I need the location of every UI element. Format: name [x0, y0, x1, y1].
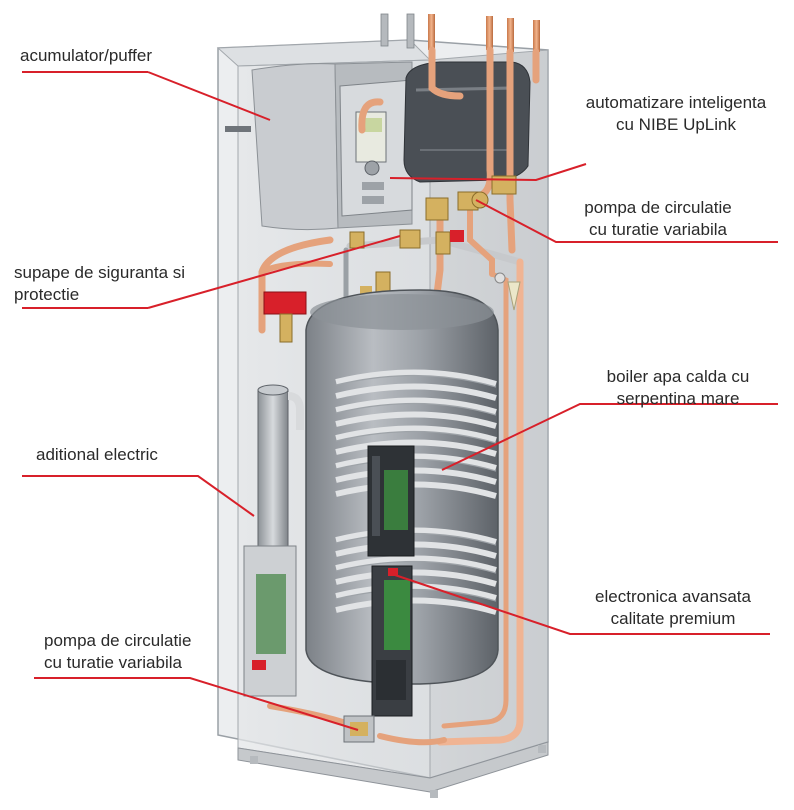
label-boiler: boiler apa calda cu serpentina mare — [580, 366, 776, 410]
label-electronics: electronica avansata calitate premium — [578, 586, 768, 630]
safety-valve-actuator — [263, 291, 307, 343]
label-automation: automatizare inteligenta cu NIBE UpLink — [572, 92, 780, 136]
label-electric-heater: aditional electric — [36, 444, 158, 466]
label-pump-bottom-line2: cu turatie variabila — [44, 653, 182, 672]
label-electronics-line2: calitate premium — [610, 609, 736, 628]
label-pump-top-line2: cu turatie variabila — [589, 220, 727, 239]
coil-shading — [335, 374, 497, 602]
label-pump-bottom-line1: pompa de circulatie — [44, 631, 192, 650]
label-buffer-line1: acumulator/puffer — [20, 46, 152, 65]
label-pump-top-line1: pompa de circulatie — [584, 198, 732, 217]
electronics-board-left — [243, 545, 297, 697]
leader-electric-heater — [148, 475, 255, 517]
label-pump-top: pompa de circulatie cu turatie variabila — [556, 197, 760, 241]
leader-safety-valves — [147, 235, 401, 309]
label-electric-heater-line1: aditional electric — [36, 445, 158, 464]
leader-buffer — [147, 71, 271, 121]
leader-electronics — [391, 573, 770, 635]
label-safety-valves-line2: protectie — [14, 285, 80, 304]
leader-lines — [34, 71, 778, 731]
label-safety-valves: supape de siguranta si protectie — [14, 262, 185, 306]
label-underlines — [22, 71, 148, 477]
leader-boiler — [441, 403, 778, 471]
leader-pump-top — [475, 199, 778, 243]
label-electronics-line1: electronica avansata — [595, 587, 751, 606]
leader-pump-bottom — [34, 677, 359, 731]
leader-automation — [389, 163, 587, 182]
electronics-board-main — [367, 445, 415, 557]
electronics-board-lower — [371, 565, 413, 717]
label-boiler-line1: boiler apa calda cu — [606, 367, 750, 386]
label-safety-valves-line1: supape de siguranta si — [14, 263, 186, 282]
label-pump-bottom: pompa de circulatie cu turatie variabila — [44, 630, 191, 674]
top-pipes — [380, 13, 540, 52]
label-buffer: acumulator/puffer — [20, 45, 152, 67]
label-automation-line1: automatizare inteligenta — [585, 93, 767, 112]
label-boiler-line2: serpentina mare — [616, 389, 740, 408]
label-automation-line2: cu NIBE UpLink — [616, 115, 736, 134]
electric-heater — [257, 384, 304, 571]
bottom-pump — [343, 715, 375, 743]
coil — [335, 369, 497, 615]
